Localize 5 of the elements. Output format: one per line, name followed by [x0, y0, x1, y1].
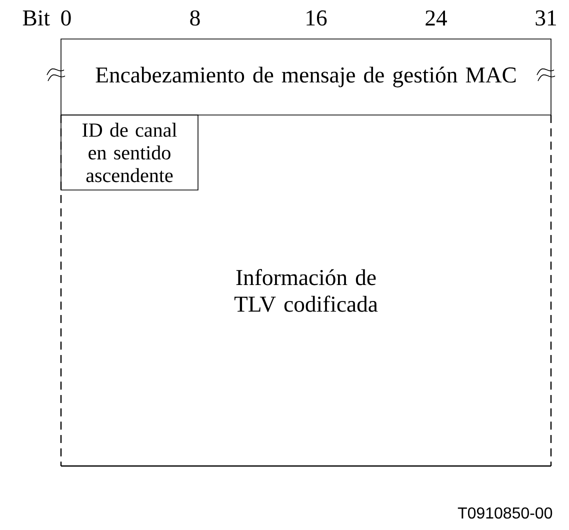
- bit-number: 31: [536, 10, 556, 26]
- figure-code: T0910850-00: [458, 507, 552, 519]
- header-box: Encabezamiento de mensaje de gestión MAC: [60, 38, 552, 116]
- axis-title: Bit: [22, 10, 50, 26]
- field-box: ID de canal en sentido ascendente: [60, 114, 198, 190]
